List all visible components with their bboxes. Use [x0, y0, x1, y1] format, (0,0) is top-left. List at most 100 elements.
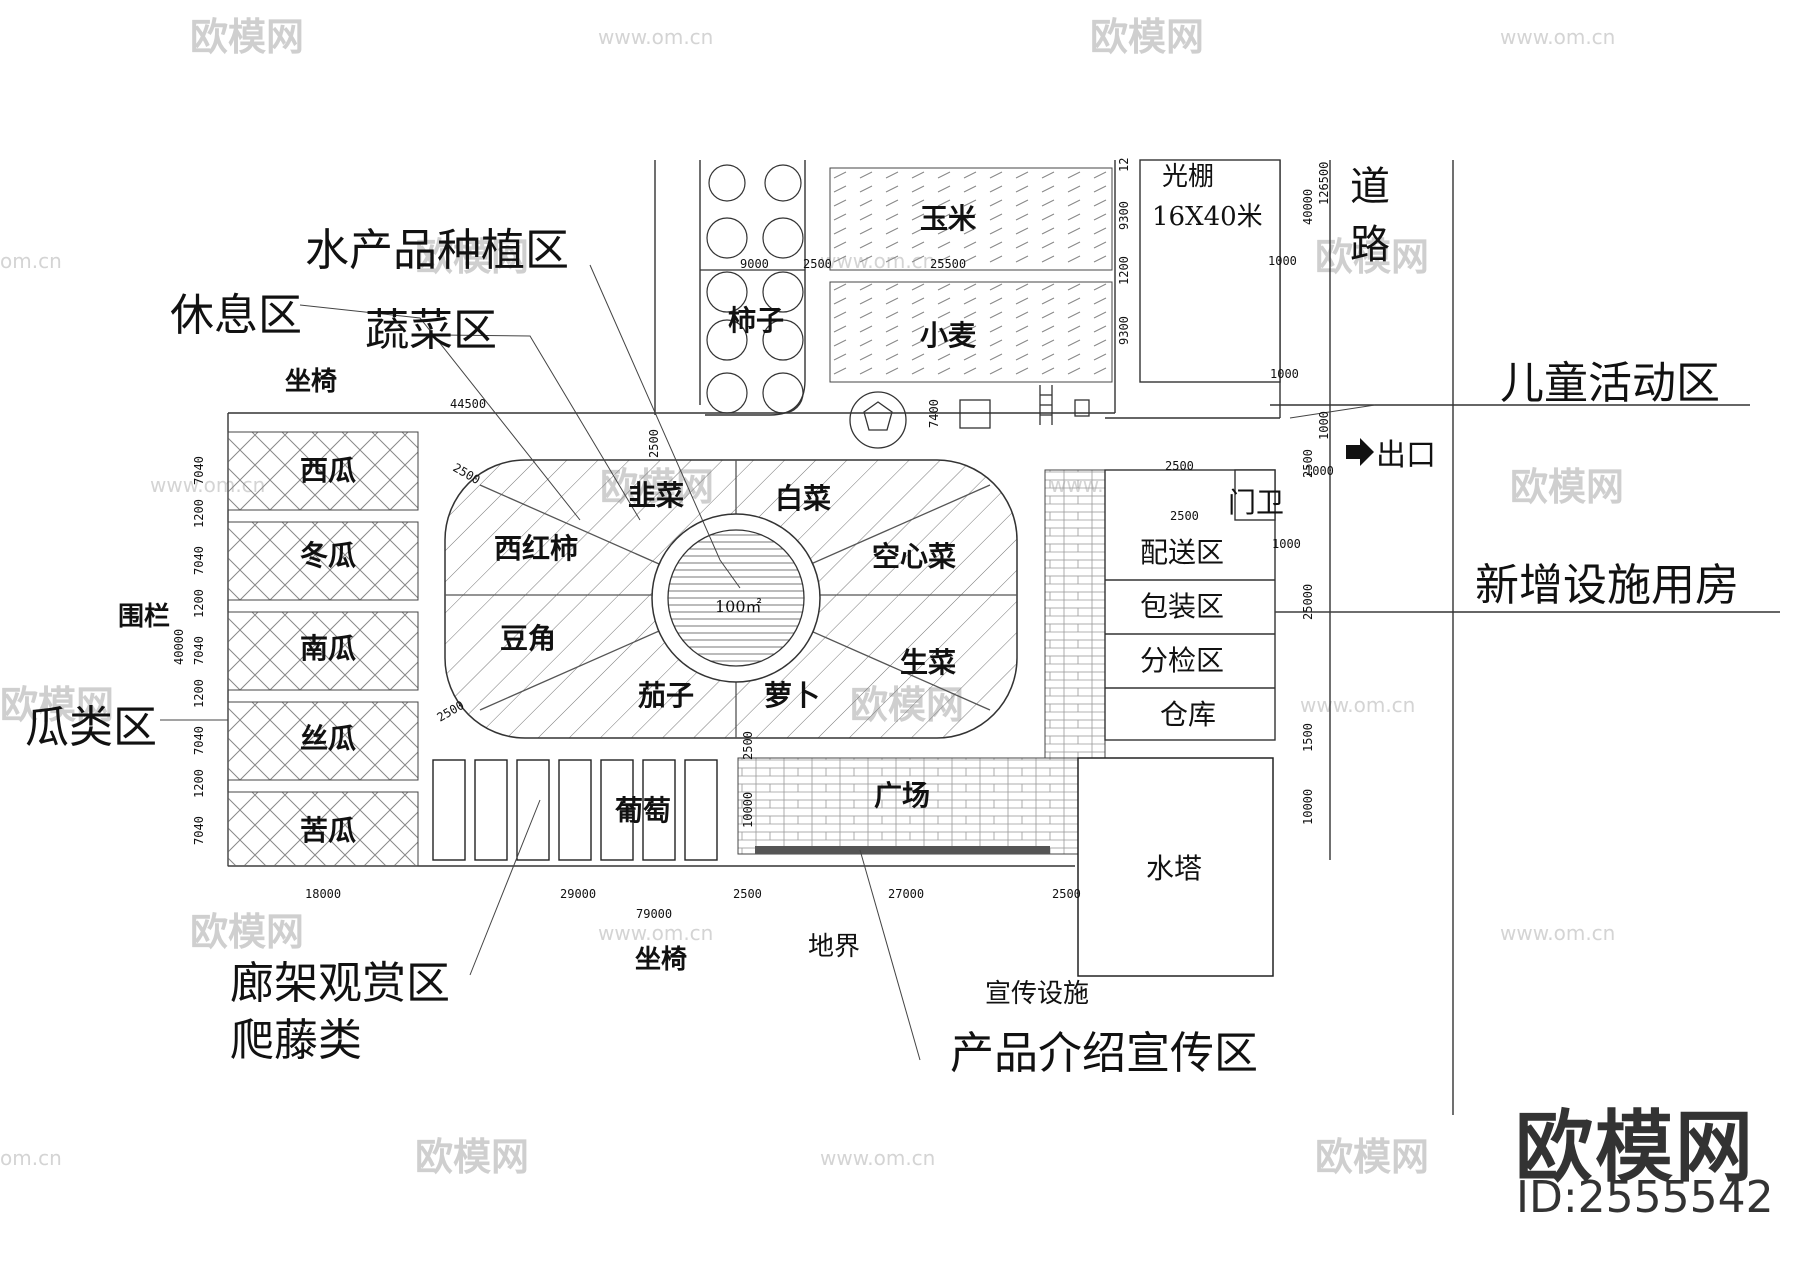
dim-misc: 10000	[741, 792, 755, 828]
dim-orchard: 25500	[930, 257, 966, 271]
vegetable-plot-label: 萝卜	[764, 679, 820, 712]
label-plaza: 广场	[874, 779, 930, 812]
dim-bottom-seg: 2500	[1052, 887, 1081, 901]
watermark-url: www.om.cn	[820, 1146, 935, 1170]
label-greenhouse: 光棚	[1162, 162, 1214, 192]
dim-left-seg: 7040	[192, 816, 206, 845]
vegetable-plot-label: 茄子	[638, 679, 694, 712]
dim-crop-row: 9300	[1117, 316, 1131, 345]
label-boundary: 地界	[808, 932, 860, 962]
dim-misc: 2500	[451, 460, 483, 487]
melon-plot-label: 丝瓜	[300, 722, 356, 755]
melon-plot-label: 西瓜	[300, 454, 356, 487]
grape-gallery	[432, 759, 718, 861]
vegetable-area	[444, 459, 1018, 739]
callout-gallery-zone: 廊架观赏区	[230, 958, 450, 1009]
facility-room-label: 分检区	[1140, 644, 1224, 677]
dim-left-seg: 7040	[192, 636, 206, 665]
vegetable-plot-label: 空心菜	[872, 540, 956, 573]
children-playground	[849, 385, 1090, 449]
dim-crop-row: 1200	[1117, 256, 1131, 285]
dim-bottom-total: 79000	[636, 907, 672, 921]
vegetable-plot-label: 西红柿	[494, 532, 578, 565]
label-wheat: 小麦	[920, 319, 977, 352]
watermark-brand: 欧模网	[1315, 235, 1429, 279]
watermark-brand: 欧模网	[415, 235, 529, 279]
dim-crop-row: 12	[1117, 158, 1131, 172]
dim-misc: 2500	[1165, 459, 1194, 473]
brand-logo: 欧模网	[1515, 1103, 1756, 1193]
label-fence: 围栏	[118, 602, 170, 632]
dim-left-seg: 7040	[192, 456, 206, 485]
callout-children-zone: 儿童活动区	[1500, 358, 1720, 409]
greenhouse-block	[1139, 159, 1281, 383]
label-persimmon: 柿子	[728, 304, 784, 337]
dim-right: 40000	[1301, 189, 1315, 225]
melon-plot-label: 苦瓜	[300, 814, 356, 847]
leader-lines	[160, 264, 1420, 1061]
facility-room-label: 仓库	[1160, 698, 1216, 731]
watermark-brand: 欧模网	[190, 910, 304, 954]
dim-bottom-seg: 29000	[560, 887, 596, 901]
watermark-brand: 欧模网	[415, 1135, 529, 1179]
facility-room-label: 配送区	[1140, 536, 1224, 569]
watermark-brand: 欧模网	[190, 15, 304, 59]
watermark-brand: 欧模网	[1510, 465, 1624, 509]
persimmon-orchard	[700, 164, 805, 414]
watermark-url: www.om.cn	[598, 921, 713, 945]
callout-rest-zone: 休息区	[170, 290, 302, 341]
vegetable-plot-label: 白菜	[775, 482, 831, 515]
watermark-url: www.om.cn	[1500, 921, 1615, 945]
melon-plot-label: 冬瓜	[300, 539, 356, 572]
dim-right: 10000	[1301, 789, 1315, 825]
callout-new-facility: 新增设施用房	[1475, 560, 1739, 611]
dim-right: 25000	[1301, 584, 1315, 620]
label-road-1: 道	[1350, 164, 1390, 210]
dim-left-seg: 7040	[192, 726, 206, 755]
dim-left-seg: 1200	[192, 499, 206, 528]
dim-right: 1000	[1268, 254, 1297, 268]
facility-room-label: 包装区	[1140, 590, 1224, 623]
watermark-brand: 欧模网	[1090, 15, 1204, 59]
water-tower	[1077, 757, 1274, 977]
dim-right: 1000	[1317, 411, 1331, 440]
label-guard: 门卫	[1228, 486, 1284, 519]
callout-melon-zone: 瓜类区	[25, 702, 157, 753]
brand-id: ID:2555542	[1516, 1172, 1774, 1223]
label-water-tower: 水塔	[1146, 852, 1202, 885]
watermark-url: om.cn	[0, 249, 62, 273]
vegetable-plot-label: 生菜	[900, 646, 956, 679]
dim-right: 1000	[1270, 367, 1299, 381]
label-center-area: 100㎡	[715, 597, 762, 616]
melon-area	[227, 431, 419, 867]
crop-fields	[829, 167, 1113, 383]
dim-left-seg: 1200	[192, 679, 206, 708]
dim-left-seg: 1200	[192, 769, 206, 798]
callout-climbing: 爬藤类	[230, 1015, 362, 1066]
label-road-2: 路	[1350, 222, 1390, 268]
dim-right: 126500	[1317, 162, 1331, 205]
dim-left-total: 40000	[172, 629, 186, 665]
watermark-url: om.cn	[0, 1146, 62, 1170]
dim-orchard: 9000	[740, 257, 769, 271]
dim-bottom-seg: 27000	[888, 887, 924, 901]
dim-misc: 2500	[435, 698, 467, 725]
dim-right: 1500	[1301, 723, 1315, 752]
melon-plot-label: 南瓜	[300, 632, 356, 665]
dim-misc: 7400	[927, 399, 941, 428]
label-grape: 葡萄	[615, 794, 671, 827]
watermark-brand: 欧模网	[0, 683, 114, 727]
callout-aquatic-zone: 水产品种植区	[305, 225, 569, 276]
dim-right: 2500	[1301, 449, 1315, 478]
watermark-brand: 欧模网	[1315, 1135, 1429, 1179]
dim-top-width: 44500	[450, 397, 486, 411]
dim-right: 1000	[1305, 464, 1334, 478]
exit-arrow-icon	[1346, 438, 1374, 466]
vegetable-plot-label: 韭菜	[628, 479, 684, 512]
label-propaganda: 宣传设施	[985, 979, 1089, 1009]
dim-bottom-seg: 2500	[733, 887, 762, 901]
label-corn: 玉米	[920, 202, 976, 235]
watermark-url: www.om.cn	[598, 25, 713, 49]
dimension-labels: 44500 79000 18000 29000 2500 27000 2500 …	[172, 158, 1334, 921]
